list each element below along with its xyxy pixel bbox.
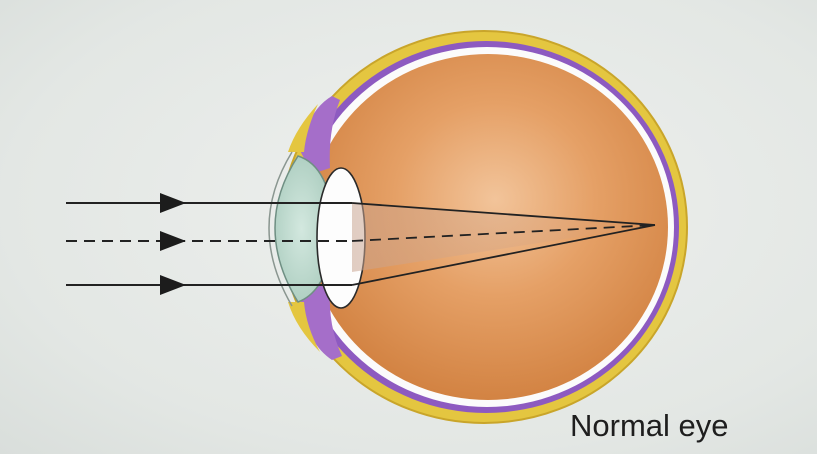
arrowhead-icon <box>160 275 186 295</box>
arrowhead-icon <box>160 231 186 251</box>
arrowhead-icon <box>160 193 186 213</box>
figure-caption: Normal eye <box>570 408 729 444</box>
